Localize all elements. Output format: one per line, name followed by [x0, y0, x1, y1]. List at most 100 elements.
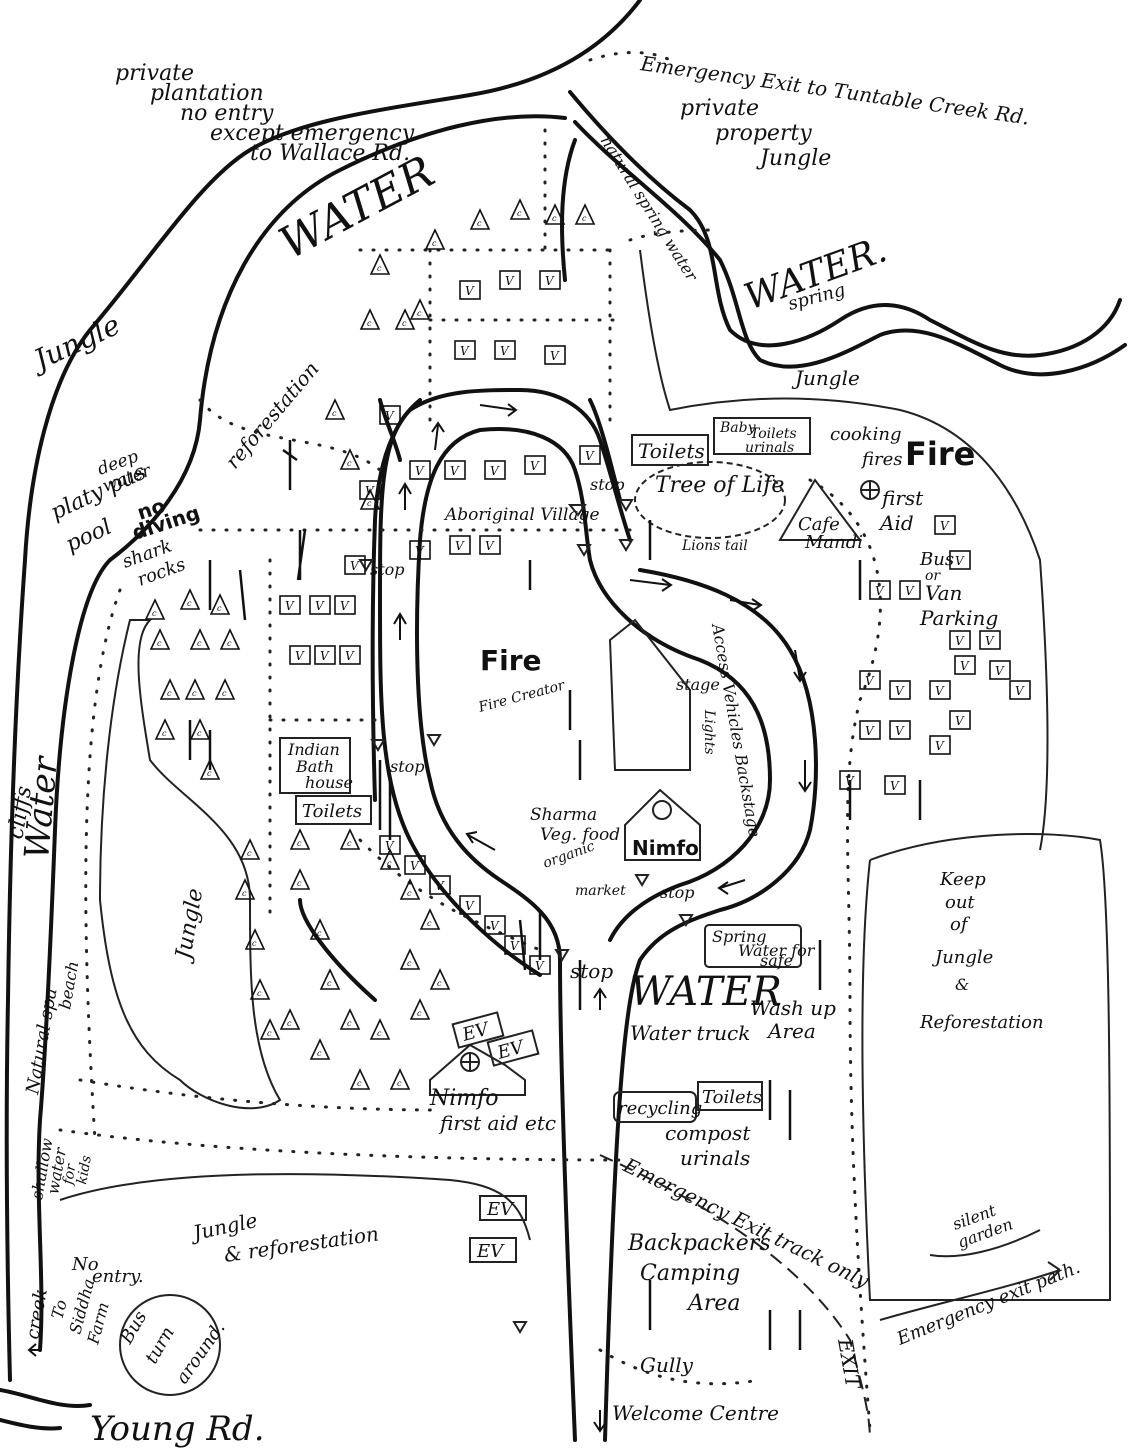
recycling-box: recycling	[613, 1091, 702, 1123]
van-letter: V	[895, 724, 905, 738]
van-33: V	[929, 680, 951, 700]
tent-35: c	[389, 1068, 411, 1090]
van-11: V	[309, 595, 331, 615]
keep-out-label: Keep out of Jungle & Reforestation	[919, 869, 1044, 1033]
van-0: V	[459, 280, 481, 300]
van-20: V	[379, 405, 401, 425]
svg-text:except emergency: except emergency	[210, 121, 415, 146]
tent-letter: c	[197, 729, 202, 738]
river-right-upper	[568, 90, 1122, 358]
van-letter: V	[935, 739, 945, 753]
tent-44: c	[429, 968, 451, 990]
van-15: V	[339, 645, 361, 665]
svg-text:no entry: no entry	[180, 101, 274, 126]
tent-13: c	[179, 588, 201, 610]
baby-toilets: Baby Toilets urinals	[713, 417, 811, 456]
tent-31: c	[319, 968, 341, 990]
van-9: V	[524, 455, 546, 475]
tent-letter: c	[552, 214, 557, 223]
svg-text:for: for	[60, 1162, 80, 1187]
tent-14: c	[209, 593, 231, 615]
private-plantation-label: private plantation no entry except emerg…	[115, 61, 415, 166]
van-7: V	[444, 460, 466, 480]
van-letter: V	[1015, 684, 1025, 698]
private-property-label: private property Jungle	[680, 96, 831, 171]
emergency-exit-path-line	[879, 1261, 1061, 1321]
van-letter: V	[985, 634, 995, 648]
van-45: V	[484, 915, 506, 935]
tent-letter: c	[407, 959, 412, 968]
tent-17: c	[219, 628, 241, 650]
tent-letter: c	[427, 919, 432, 928]
stage-tent	[608, 618, 691, 771]
dotted-path-8	[84, 588, 122, 1142]
van-22: V	[579, 445, 601, 465]
water-truck-label: Water truck	[630, 1021, 750, 1045]
tent-24: c	[234, 878, 256, 900]
svg-text:Spring: Spring	[712, 927, 767, 946]
gully-line	[598, 1348, 762, 1386]
van-40: V	[884, 775, 906, 795]
tent-letter: c	[247, 849, 252, 858]
tent-letter: c	[327, 979, 332, 988]
svg-text:Cafe: Cafe	[798, 514, 840, 535]
backpackers-label: Backpackers Camping Area	[627, 1231, 771, 1316]
van-letter: V	[415, 464, 425, 478]
main-loop-inner	[415, 427, 773, 942]
svg-text:turn: turn	[141, 1323, 179, 1367]
van-letter: V	[550, 349, 560, 363]
van-letter: V	[365, 484, 375, 498]
van-letter: V	[935, 684, 945, 698]
svg-text:Toilets: Toilets	[750, 426, 797, 442]
van-13: V	[289, 645, 311, 665]
tent-40: c	[379, 848, 401, 870]
cafe-mandi: Cafe Mandi	[778, 478, 863, 553]
tent-letter: c	[367, 499, 372, 508]
svg-text:pool: pool	[62, 515, 116, 558]
van-26: V	[949, 550, 971, 570]
van-4: V	[494, 340, 516, 360]
tent-7: c	[359, 308, 381, 330]
tent-1: c	[469, 208, 491, 230]
tent-41: c	[399, 878, 421, 900]
bus-turn-around-label: Bus turn around.	[116, 1294, 230, 1396]
jungle-right-top-label: Jungle	[791, 366, 860, 390]
svg-text:private: private	[680, 96, 759, 121]
svg-text:Keep: Keep	[939, 869, 986, 890]
shallow-water-label: shallow water for kids	[27, 1136, 95, 1200]
river-right-lower	[573, 120, 1127, 377]
van-44: V	[459, 895, 481, 915]
water-left-label: Water	[17, 754, 66, 861]
van-21: V	[359, 480, 381, 500]
tent-letter: c	[297, 879, 302, 888]
svg-text:Water for: Water for	[738, 941, 816, 960]
van-37: V	[949, 710, 971, 730]
van-35: V	[859, 720, 881, 740]
svg-text:out: out	[945, 892, 975, 913]
tent-3: c	[544, 203, 566, 225]
toilets-top: Toilets	[631, 434, 709, 466]
van-letter: V	[410, 859, 420, 873]
tent-10: c	[339, 448, 361, 470]
van-letter: V	[865, 724, 875, 738]
van-letter: V	[905, 584, 915, 598]
tent-2: c	[509, 198, 531, 220]
stage-label: stage	[676, 675, 720, 694]
svg-text:Nimfo: Nimfo	[632, 836, 699, 860]
tent-18: c	[159, 678, 181, 700]
svg-text:plantation: plantation	[150, 81, 264, 106]
tent-letter: c	[267, 1029, 272, 1038]
van-12: V	[334, 595, 356, 615]
svg-text:Bath: Bath	[295, 757, 334, 776]
tent-letter: c	[297, 839, 302, 848]
tent-letter: c	[432, 239, 437, 248]
tent-letter: c	[387, 859, 392, 868]
svg-text:first: first	[880, 486, 924, 510]
svg-text:Nimfo: Nimfo	[429, 1086, 499, 1111]
tent-8: c	[394, 308, 416, 330]
dotted-path-16	[78, 1078, 442, 1112]
tent-0: c	[424, 228, 446, 250]
tent-letter: c	[407, 889, 412, 898]
svg-text:safe: safe	[760, 951, 793, 970]
spring-water-safe: Spring Water for safe	[704, 924, 816, 970]
